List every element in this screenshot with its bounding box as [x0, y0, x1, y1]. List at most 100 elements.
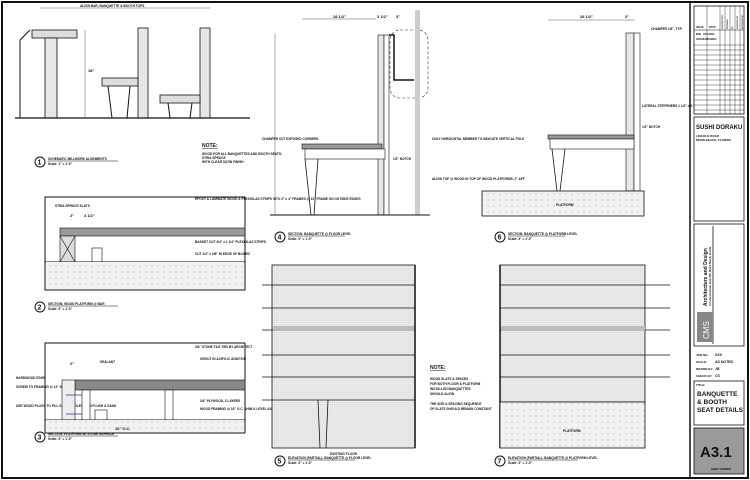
- svg-text:AS NOTED: AS NOTED: [715, 360, 734, 364]
- svg-text:Scale: 3" = 1'-0": Scale: 3" = 1'-0": [288, 237, 313, 241]
- svg-text:FOR BOTH FLOOR & PLATFORM: FOR BOTH FLOOR & PLATFORM: [430, 382, 481, 386]
- svg-text:08/09/01: 08/09/01: [705, 37, 717, 41]
- svg-text:2: 2: [38, 305, 42, 312]
- svg-text:SCHEMATIC MILLWORK ALIGNMENTS: SCHEMATIC MILLWORK ALIGNMENTS: [48, 157, 107, 161]
- svg-text:GROUT IN ACRYLIC ADDITIVE: GROUT IN ACRYLIC ADDITIVE: [200, 357, 246, 361]
- svg-text:SHEET NUMBER: SHEET NUMBER: [711, 468, 731, 471]
- svg-text:EPOXY & LAMINATE WOOD & PLEXIG: EPOXY & LAMINATE WOOD & PLEXIGLAS STRIPS…: [195, 197, 361, 201]
- svg-text:NOTE:: NOTE:: [430, 365, 446, 371]
- detail-1-schematic: ALIGN BAR, BANQUETTE & BOOTH TOPS 18" 1 …: [15, 4, 250, 168]
- svg-text:EXISTING FLOOR: EXISTING FLOOR: [330, 452, 358, 456]
- svg-text:ALIGN BAR, BANQUETTE & BOOTH T: ALIGN BAR, BANQUETTE & BOOTH TOPS: [80, 4, 144, 8]
- svg-text:Scale: 3" = 1'-0": Scale: 3" = 1'-0": [508, 461, 533, 465]
- svg-text:ISSUE: ISSUE: [696, 37, 705, 41]
- svg-text:3/4" PLYWOOD, 2 LAYERS: 3/4" PLYWOOD, 2 LAYERS: [200, 399, 240, 403]
- svg-text:SECTION: BANQUETTE @ PLATFORM: SECTION: BANQUETTE @ PLATFORM LEVEL: [508, 232, 578, 236]
- svg-text:1/2" NOTCH: 1/2" NOTCH: [642, 125, 661, 129]
- svg-text:SECTION: BANQUETTE @ FLOOR LEV: SECTION: BANQUETTE @ FLOOR LEVEL: [288, 232, 351, 236]
- svg-text:CMS: CMS: [702, 321, 711, 339]
- svg-text:SECTION: WOOD PLATFORM @ BAR: SECTION: WOOD PLATFORM @ BAR: [48, 302, 105, 306]
- svg-text:LATERAL STIFFENERS 1 1/2" x 2: LATERAL STIFFENERS 1 1/2" x 2 1/2" (FULL…: [642, 104, 710, 108]
- svg-text:APPROVED BY: APPROVED BY: [741, 14, 744, 29]
- svg-text:ONLY HORIZONTAL MEMBER TO INDI: ONLY HORIZONTAL MEMBER TO INDICATE VERTI…: [432, 137, 524, 141]
- svg-text:Scale: 3" = 1'-0": Scale: 3" = 1'-0": [288, 461, 313, 465]
- svg-text:WITH CLEAR SATIN FINISH: WITH CLEAR SATIN FINISH: [202, 160, 244, 164]
- detail-4-banquette-floor: 28 1/2" 3 1/2" 3" CHAMFER CUT EXPOSED CO…: [262, 10, 525, 243]
- svg-text:Scale: 3" = 1'-0": Scale: 3" = 1'-0": [508, 237, 533, 241]
- svg-text:DRAWN BY:: DRAWN BY:: [696, 367, 713, 371]
- svg-text:XXX: XXX: [715, 353, 723, 357]
- svg-text:JB: JB: [715, 367, 720, 371]
- sheet-number: A3.1: [700, 444, 732, 461]
- svg-text:1/2" NOTCH: 1/2" NOTCH: [393, 157, 412, 161]
- svg-text:3: 3: [38, 435, 42, 442]
- svg-text:SEALANT: SEALANT: [100, 360, 115, 364]
- svg-text:CHECK BY:: CHECK BY:: [696, 374, 712, 378]
- svg-text:ISSUE: ISSUE: [696, 26, 704, 29]
- svg-text:JOB NO.: JOB NO.: [696, 353, 709, 357]
- svg-text:18": 18": [88, 68, 94, 73]
- svg-text:BY: BY: [732, 26, 734, 29]
- svg-text:28 1/2": 28 1/2": [580, 14, 593, 19]
- svg-text:4: 4: [278, 235, 282, 242]
- svg-text:Scale: 3" = 1'-0": Scale: 3" = 1'-0": [48, 307, 73, 311]
- svg-text:CHECKED BY: CHECKED BY: [737, 15, 739, 29]
- svg-text:3/4" STONE TILE TBD BY ARCHITE: 3/4" STONE TILE TBD BY ARCHITECT: [195, 345, 252, 349]
- svg-text:Architecture and Design: Architecture and Design: [703, 248, 709, 306]
- svg-text:PLATFORM: PLATFORM: [556, 203, 574, 207]
- svg-text:Scale: 3" = 1'-0": Scale: 3" = 1'-0": [48, 437, 73, 441]
- svg-text:28 1/2": 28 1/2": [333, 14, 346, 19]
- svg-text:3 1/2": 3 1/2": [377, 14, 388, 19]
- title-block: ISSUE DATE DESCRIPTION REVISION BY CHECK…: [693, 5, 745, 475]
- svg-text:CHAMFER 1/8", TYP.: CHAMFER 1/8", TYP.: [651, 27, 683, 31]
- svg-text:07/10/01: 07/10/01: [703, 32, 715, 36]
- svg-text:111 Lincoln Road, Suite 500, M: 111 Lincoln Road, Suite 500, Miami Beach…: [709, 246, 712, 306]
- svg-text:2": 2": [70, 361, 74, 366]
- project-name: SUSHI DORAKU: [696, 125, 742, 131]
- detail-3-platform-stone: SEALANT 3/4" STONE TILE TBD BY ARCHITECT…: [16, 342, 293, 443]
- svg-text:2": 2": [70, 213, 74, 218]
- firm-logo: [697, 312, 713, 342]
- detail-5-elevation-floor: EXISTING FLOOR 5 ELEVATION (PARTIAL): BA…: [262, 264, 416, 467]
- svg-text:3": 3": [396, 14, 400, 19]
- svg-text:STRIA SPRUCE SLATS: STRIA SPRUCE SLATS: [55, 204, 90, 208]
- detail-6-banquette-platform: 28 1/2" 2" PLATFORM CHAMFER 1/8", TYP. L…: [481, 14, 710, 243]
- sheet-title: BANQUETTE: [697, 391, 738, 398]
- svg-text:REVISION: REVISION: [727, 19, 729, 29]
- svg-text:SCALE:: SCALE:: [696, 360, 707, 364]
- svg-text:SCREW TO FRAMING @ 12" INTERVA: SCREW TO FRAMING @ 12" INTERVALS: [16, 385, 77, 389]
- svg-text:MIAMI BEACH, FLORIDA: MIAMI BEACH, FLORIDA: [696, 138, 732, 142]
- svg-text:DESCRIPTION: DESCRIPTION: [722, 15, 724, 29]
- svg-text:OF SLATS SHOULD REMAIN CONSTAN: OF SLATS SHOULD REMAIN CONSTANT: [430, 407, 492, 411]
- svg-text:2": 2": [625, 14, 629, 19]
- svg-text:WOOD FRAMING @ 16" O.C. SHIM &: WOOD FRAMING @ 16" O.C. SHIM & LEVEL AS …: [200, 407, 293, 411]
- svg-text:INSTALLED BANQUETTES: INSTALLED BANQUETTES: [430, 387, 471, 391]
- note-slat-alignment: NOTE: WOOD SLATS & SPACES FOR BOTH FLOOR…: [430, 365, 492, 411]
- detail-2-platform-bar: STRIA SPRUCE SLATS EPOXY & LAMINATE WOOD…: [34, 196, 361, 313]
- svg-text:7: 7: [498, 459, 502, 466]
- svg-text:5: 5: [278, 459, 282, 466]
- svg-text:STRIA SPRUCE: STRIA SPRUCE: [202, 156, 226, 160]
- svg-text:CS: CS: [715, 374, 721, 378]
- svg-text:LINCOLN ROAD: LINCOLN ROAD: [696, 134, 720, 138]
- svg-text:6: 6: [498, 235, 502, 242]
- note-banquettes-wood: NOTE: WOOD FOR ALL BANQUETTES AND BOOTH …: [202, 143, 282, 164]
- svg-text:SHOULD ALIGN: SHOULD ALIGN: [430, 392, 455, 396]
- svg-text:BASKET CUT 3/4" x 1 1/4" PLEXI: BASKET CUT 3/4" x 1 1/4" PLEXIGLAS STRIP…: [195, 240, 266, 244]
- svg-text:1: 1: [38, 160, 42, 167]
- detail-7-elevation-platform: PLATFORM 7 ELEVATION (PARTIAL): BANQUETT…: [494, 264, 670, 467]
- svg-text:& BOOTH: & BOOTH: [697, 399, 727, 406]
- svg-text:TITLE:: TITLE:: [696, 383, 705, 387]
- svg-text:Scale: 1" = 1'-0": Scale: 1" = 1'-0": [48, 162, 73, 166]
- svg-text:16" O.C.: 16" O.C.: [115, 426, 131, 431]
- svg-text:ALIGN TOP @ WOOD IN TOP OF WOO: ALIGN TOP @ WOOD IN TOP OF WOOD PLATFORM…: [432, 177, 525, 181]
- svg-text:CHAMFER CUT EXPOSED CORNERS: CHAMFER CUT EXPOSED CORNERS: [262, 137, 319, 141]
- svg-text:CUT 1/4" x 3/8" IN EDGE OF BOA: CUT 1/4" x 3/8" IN EDGE OF BOARD: [195, 252, 250, 256]
- svg-text:WOOD FOR ALL BANQUETTES AND BO: WOOD FOR ALL BANQUETTES AND BOOTH SEATS:: [202, 152, 282, 156]
- svg-text:WOOD SLATS & SPACES: WOOD SLATS & SPACES: [430, 377, 468, 381]
- svg-text:SEAT DETAILS: SEAT DETAILS: [697, 407, 744, 414]
- svg-text:ELEVATION (PARTIAL): BANQUETTE: ELEVATION (PARTIAL): BANQUETTE @ FLOOR L…: [288, 456, 371, 460]
- svg-text:DATE: DATE: [709, 26, 716, 29]
